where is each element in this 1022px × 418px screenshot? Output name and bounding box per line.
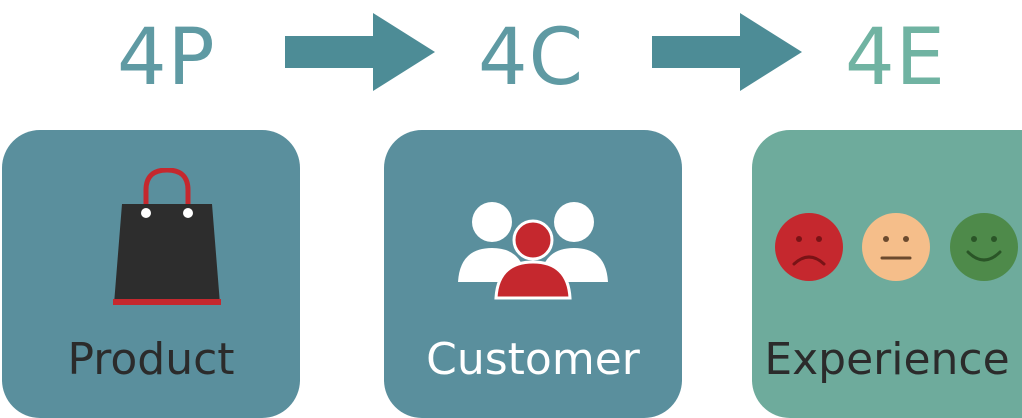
- card-customer: Customer: [384, 130, 682, 418]
- card-experience: Experience: [752, 130, 1022, 418]
- neutral-face-icon: [862, 213, 930, 281]
- heading-4c: 4C: [478, 13, 585, 103]
- card-label-product: Product: [67, 334, 235, 385]
- shopping-bag-icon: [113, 168, 221, 305]
- right-arrow-icon: [652, 13, 802, 91]
- card-label-customer: Customer: [426, 334, 640, 385]
- sad-face-icon: [775, 213, 843, 281]
- right-arrow-icon: [285, 13, 435, 91]
- card-label-experience: Experience: [764, 334, 1010, 385]
- heading-4p: 4P: [117, 13, 216, 103]
- users-group-icon: [458, 202, 608, 300]
- emotion-faces-icon: [775, 213, 1018, 281]
- happy-face-icon: [950, 213, 1018, 281]
- heading-4e: 4E: [845, 13, 946, 103]
- card-product: Product: [2, 130, 300, 418]
